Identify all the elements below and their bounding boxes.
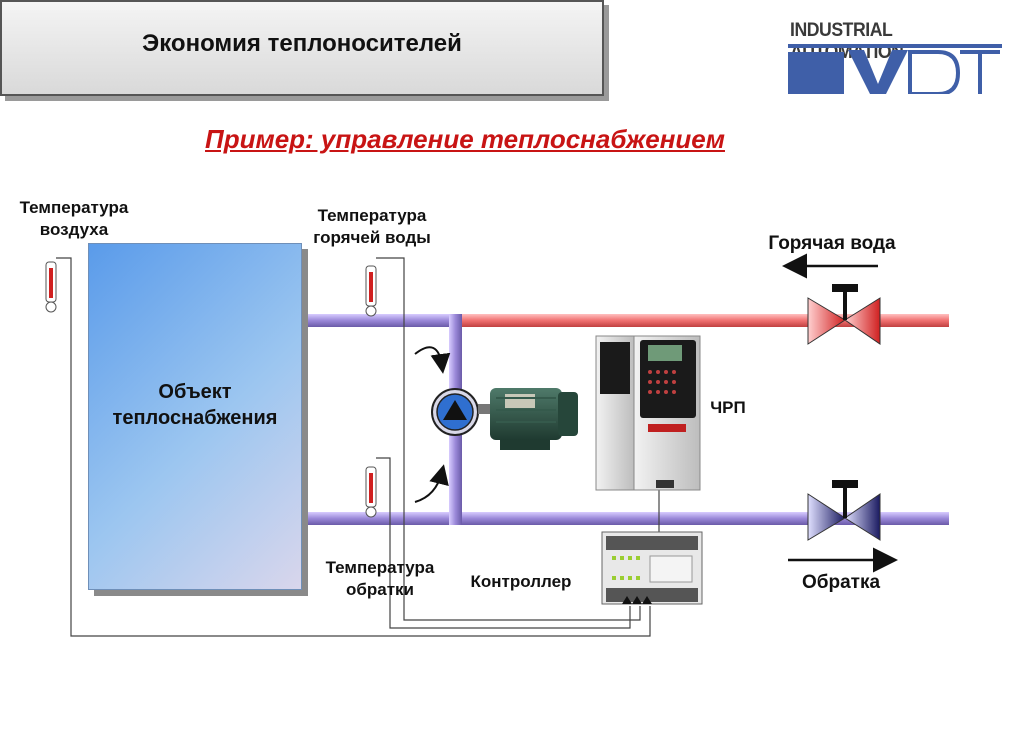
controller-label: Контроллер bbox=[470, 572, 572, 591]
signal-wires bbox=[56, 257, 660, 637]
flow-arrow-icon bbox=[414, 464, 449, 503]
object-label-line1: Объект bbox=[158, 381, 232, 403]
valve-icon bbox=[807, 480, 881, 541]
motor-icon bbox=[478, 388, 578, 450]
plc-controller-icon bbox=[601, 531, 703, 605]
thermometer-icon bbox=[365, 466, 377, 518]
object-label-line2: теплоснабжения bbox=[112, 407, 278, 429]
pump-icon bbox=[431, 388, 479, 436]
thermometer-icon bbox=[45, 261, 57, 313]
page-title: Экономия теплоносителей bbox=[142, 30, 462, 57]
heating-object: Объект теплоснабжения bbox=[88, 243, 302, 590]
air-temp-label: Температура воздуха bbox=[19, 198, 129, 239]
vfd-drive-icon bbox=[595, 335, 701, 491]
vfd-label: ЧРП bbox=[710, 398, 746, 417]
vdt-logo bbox=[788, 44, 1002, 94]
hot-pipe-left bbox=[305, 314, 457, 327]
return-pipe bbox=[305, 512, 949, 525]
return-water-label: Обратка bbox=[801, 572, 881, 593]
header-banner: Экономия теплоносителей bbox=[0, 0, 604, 96]
thermometer-icon bbox=[365, 265, 377, 317]
hot-water-label: Горячая вода bbox=[768, 233, 896, 254]
diagram-subtitle: Пример: управление теплоснабжением bbox=[205, 124, 725, 154]
valve-icon bbox=[807, 284, 881, 345]
return-temp-label: Температура обратки bbox=[325, 558, 435, 599]
hot-temp-label: Температура горячей воды bbox=[313, 206, 431, 247]
flow-arrow-icon bbox=[414, 346, 451, 374]
